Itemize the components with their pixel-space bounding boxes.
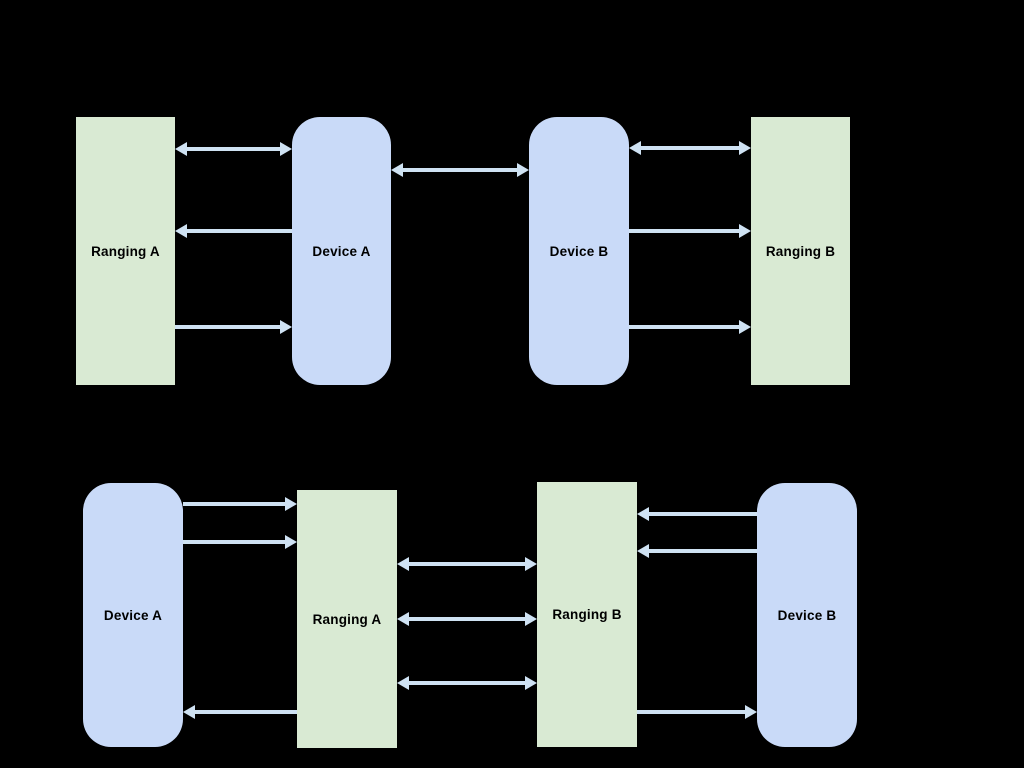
- box-label: Device A: [312, 243, 371, 259]
- arrowhead-right-icon: [285, 535, 297, 549]
- arrowhead-left-icon: [391, 163, 403, 177]
- top-device-b-box: Device B: [529, 117, 629, 385]
- arrow-bottom-ranging-a-ranging-b-bidir-1: [397, 557, 537, 571]
- arrowhead-left-icon: [397, 676, 409, 690]
- bottom-device-b-box: Device B: [757, 483, 857, 747]
- arrow-bottom-device-b-to-ranging-b-2: [637, 544, 757, 558]
- box-label: Ranging B: [765, 243, 836, 259]
- bottom-device-a-box: Device A: [83, 483, 183, 747]
- box-label: Ranging A: [312, 611, 382, 627]
- arrow-bottom-ranging-a-to-device-a: [183, 705, 297, 719]
- arrow-top-device-a-device-b-bidir: [391, 163, 529, 177]
- arrow-shaft: [407, 562, 527, 566]
- arrow-bottom-device-b-to-ranging-b-1: [637, 507, 757, 521]
- arrow-bottom-ranging-a-ranging-b-bidir-3: [397, 676, 537, 690]
- arrow-shaft: [407, 681, 527, 685]
- arrow-bottom-ranging-a-ranging-b-bidir-2: [397, 612, 537, 626]
- top-ranging-b-box: Ranging B: [751, 117, 850, 385]
- arrowhead-left-icon: [637, 507, 649, 521]
- arrowhead-left-icon: [397, 557, 409, 571]
- arrow-shaft: [183, 502, 287, 506]
- arrowhead-left-icon: [629, 141, 641, 155]
- arrow-shaft: [639, 146, 741, 150]
- bottom-ranging-b-box: Ranging B: [537, 482, 637, 747]
- arrow-top-ranging-a-to-device-a: [175, 320, 292, 334]
- arrow-bottom-ranging-b-to-device-b: [637, 705, 757, 719]
- arrowhead-left-icon: [183, 705, 195, 719]
- arrow-shaft: [175, 325, 282, 329]
- arrow-shaft: [629, 325, 741, 329]
- arrowhead-left-icon: [637, 544, 649, 558]
- top-ranging-a-box: Ranging A: [76, 117, 175, 385]
- arrow-shaft: [183, 540, 287, 544]
- arrowhead-left-icon: [397, 612, 409, 626]
- box-label: Ranging B: [552, 607, 622, 622]
- arrowhead-left-icon: [175, 224, 187, 238]
- arrowhead-left-icon: [175, 142, 187, 156]
- arrow-shaft: [193, 710, 297, 714]
- arrow-top-device-b-ranging-b-bidir: [629, 141, 751, 155]
- arrowhead-right-icon: [525, 676, 537, 690]
- box-label: Ranging A: [91, 243, 160, 259]
- arrow-shaft: [185, 147, 282, 151]
- box-label: Device A: [103, 607, 163, 623]
- box-label: Device B: [549, 243, 609, 259]
- arrowhead-right-icon: [525, 557, 537, 571]
- arrow-shaft: [407, 617, 527, 621]
- arrow-shaft: [637, 710, 747, 714]
- arrow-top-device-b-to-ranging-b-2: [629, 320, 751, 334]
- arrow-shaft: [647, 549, 757, 553]
- box-label: Device B: [777, 607, 837, 623]
- arrowhead-right-icon: [285, 497, 297, 511]
- arrow-shaft: [401, 168, 519, 172]
- arrow-shaft: [629, 229, 741, 233]
- arrowhead-right-icon: [280, 142, 292, 156]
- arrowhead-right-icon: [745, 705, 757, 719]
- arrowhead-right-icon: [280, 320, 292, 334]
- arrow-top-device-a-to-ranging-a: [175, 224, 292, 238]
- arrow-bottom-device-a-to-ranging-a-1: [183, 497, 297, 511]
- arrow-top-ranging-a-device-a-bidir: [175, 142, 292, 156]
- bottom-ranging-a-box: Ranging A: [297, 490, 397, 748]
- arrowhead-right-icon: [739, 141, 751, 155]
- arrow-top-device-b-to-ranging-b-1: [629, 224, 751, 238]
- arrowhead-right-icon: [739, 224, 751, 238]
- arrow-bottom-device-a-to-ranging-a-2: [183, 535, 297, 549]
- arrow-shaft: [647, 512, 757, 516]
- arrow-shaft: [185, 229, 292, 233]
- arrowhead-right-icon: [517, 163, 529, 177]
- top-device-a-box: Device A: [292, 117, 391, 385]
- arrowhead-right-icon: [525, 612, 537, 626]
- arrowhead-right-icon: [739, 320, 751, 334]
